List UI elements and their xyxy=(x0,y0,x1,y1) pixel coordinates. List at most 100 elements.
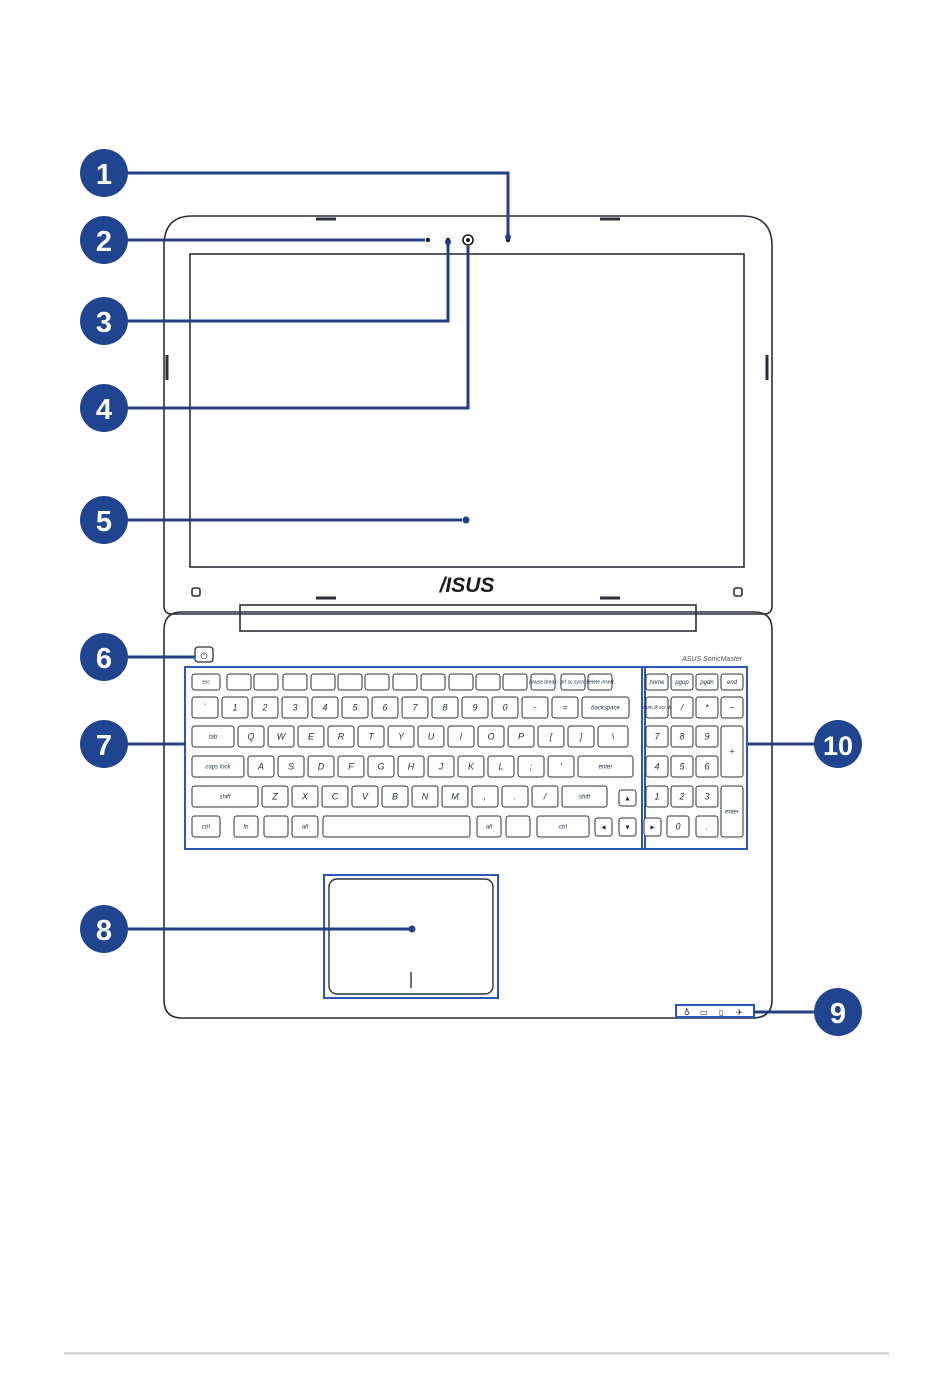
key-1-1[interactable]: 1 xyxy=(221,696,249,719)
key-arrow-left[interactable]: ◄ xyxy=(594,817,613,837)
key-g-5[interactable]: G xyxy=(367,755,395,778)
key-9-9[interactable]: 9 xyxy=(461,696,489,719)
key-o-9[interactable]: O xyxy=(477,725,505,748)
numpad-4[interactable]: 4 xyxy=(645,755,669,778)
key-p-10[interactable]: P xyxy=(507,725,535,748)
key-sym-12[interactable]: = xyxy=(551,696,579,719)
key-alt-5[interactable]: alt xyxy=(476,815,502,838)
key-k-8[interactable]: K xyxy=(457,755,485,778)
key-j-7[interactable]: J xyxy=(427,755,455,778)
touchpad[interactable] xyxy=(328,878,494,995)
key-arrow-up[interactable]: ▲ xyxy=(618,789,637,807)
key-r-4[interactable]: R xyxy=(327,725,355,748)
key-arrow-down[interactable]: ▼ xyxy=(618,817,637,837)
key-sym-9[interactable]: . xyxy=(501,785,529,808)
key-sym-10[interactable]: ; xyxy=(517,755,545,778)
key-5-5[interactable]: 5 xyxy=(341,696,369,719)
key-e-3[interactable]: E xyxy=(297,725,325,748)
key-alt-3[interactable]: alt xyxy=(291,815,319,838)
key-s-2[interactable]: S xyxy=(277,755,305,778)
key-space-4[interactable] xyxy=(322,815,471,838)
numpad-dot[interactable]: . xyxy=(695,815,719,838)
key-f3[interactable] xyxy=(282,673,308,691)
key-fn-1[interactable]: fn xyxy=(233,815,259,838)
numpad-3[interactable]: 3 xyxy=(695,785,719,808)
numpad-r1-1[interactable]: / xyxy=(670,696,694,719)
power-button[interactable]: ⏻ xyxy=(194,646,214,663)
key-shift-11[interactable]: shift xyxy=(561,785,608,808)
numpad-6[interactable]: 6 xyxy=(695,755,719,778)
key-shift-0[interactable]: shift xyxy=(191,785,259,808)
key-h-6[interactable]: H xyxy=(397,755,425,778)
key-sym-11[interactable]: ' xyxy=(547,755,575,778)
numpad-1[interactable]: 1 xyxy=(645,785,669,808)
key-l-9[interactable]: L xyxy=(487,755,515,778)
numpad-9[interactable]: 9 xyxy=(695,725,719,748)
key-v-4[interactable]: V xyxy=(351,785,379,808)
key-f11[interactable] xyxy=(502,673,528,691)
key-6-6[interactable]: 6 xyxy=(371,696,399,719)
numpad-end[interactable]: end xyxy=(720,673,744,691)
key-a-1[interactable]: A xyxy=(247,755,275,778)
key-f5[interactable] xyxy=(337,673,363,691)
numpad-home[interactable]: home xyxy=(645,673,669,691)
key-aux-6[interactable] xyxy=(505,815,531,838)
key-f6[interactable] xyxy=(364,673,390,691)
numpad-plus[interactable]: + xyxy=(720,725,744,778)
key-sym-11[interactable]: - xyxy=(521,696,549,719)
key-pause-break[interactable]: pause break xyxy=(528,673,557,691)
key-sym-11[interactable]: [ xyxy=(537,725,565,748)
key-aux-2[interactable] xyxy=(263,815,289,838)
key-f7[interactable] xyxy=(392,673,418,691)
numpad-0[interactable]: 0 xyxy=(666,815,690,838)
key-8-8[interactable]: 8 xyxy=(431,696,459,719)
key-3-3[interactable]: 3 xyxy=(281,696,309,719)
key-n-6[interactable]: N xyxy=(411,785,439,808)
key-4-4[interactable]: 4 xyxy=(311,696,339,719)
key-backspace-13[interactable]: backspace xyxy=(581,696,630,719)
key-prt-sc-sysrq[interactable]: prt sc sysrq xyxy=(559,673,586,691)
key-u-7[interactable]: U xyxy=(417,725,445,748)
numpad-r1-2[interactable]: * xyxy=(695,696,719,719)
numpad-7[interactable]: 7 xyxy=(645,725,669,748)
key-arrow-right[interactable]: ► xyxy=(643,817,662,837)
key-f4[interactable] xyxy=(310,673,336,691)
key-c-3[interactable]: C xyxy=(321,785,349,808)
key-y-6[interactable]: Y xyxy=(387,725,415,748)
numpad-2[interactable]: 2 xyxy=(670,785,694,808)
numpad-pgup[interactable]: pgup xyxy=(670,673,694,691)
key-sym-12[interactable]: ] xyxy=(567,725,595,748)
key-d-3[interactable]: D xyxy=(307,755,335,778)
key-sym-10[interactable]: / xyxy=(531,785,559,808)
key-f10[interactable] xyxy=(475,673,501,691)
key-f2[interactable] xyxy=(253,673,279,691)
key-ctrl-7[interactable]: ctrl xyxy=(536,815,590,838)
key-f1[interactable] xyxy=(226,673,252,691)
key-7-7[interactable]: 7 xyxy=(401,696,429,719)
key-f8[interactable] xyxy=(420,673,446,691)
key-z-1[interactable]: Z xyxy=(261,785,289,808)
key-delete-insert[interactable]: delete insert xyxy=(586,673,614,691)
key-tab-0[interactable]: tab xyxy=(191,725,235,748)
key-f9[interactable] xyxy=(448,673,474,691)
key-i-8[interactable]: I xyxy=(447,725,475,748)
numpad-enter[interactable]: enter xyxy=(720,785,744,838)
key-sym-0[interactable]: ` xyxy=(191,696,219,719)
key-t-5[interactable]: T xyxy=(357,725,385,748)
key-enter-12[interactable]: enter xyxy=(577,755,634,778)
key-m-7[interactable]: M xyxy=(441,785,469,808)
key-caps-lock-0[interactable]: caps lock xyxy=(191,755,245,778)
key-sym-8[interactable]: , xyxy=(471,785,499,808)
key-w-2[interactable]: W xyxy=(267,725,295,748)
numpad-8[interactable]: 8 xyxy=(670,725,694,748)
key-q-1[interactable]: Q xyxy=(237,725,265,748)
key-2-2[interactable]: 2 xyxy=(251,696,279,719)
key-b-5[interactable]: B xyxy=(381,785,409,808)
key-x-2[interactable]: X xyxy=(291,785,319,808)
key-0-10[interactable]: 0 xyxy=(491,696,519,719)
key-ctrl-0[interactable]: ctrl xyxy=(191,815,221,838)
numpad-pgdn[interactable]: pgdn xyxy=(695,673,719,691)
numpad-r1-0[interactable]: num lk scr lk xyxy=(643,696,671,719)
key-sym-13[interactable]: \ xyxy=(597,725,629,748)
numpad-5[interactable]: 5 xyxy=(670,755,694,778)
